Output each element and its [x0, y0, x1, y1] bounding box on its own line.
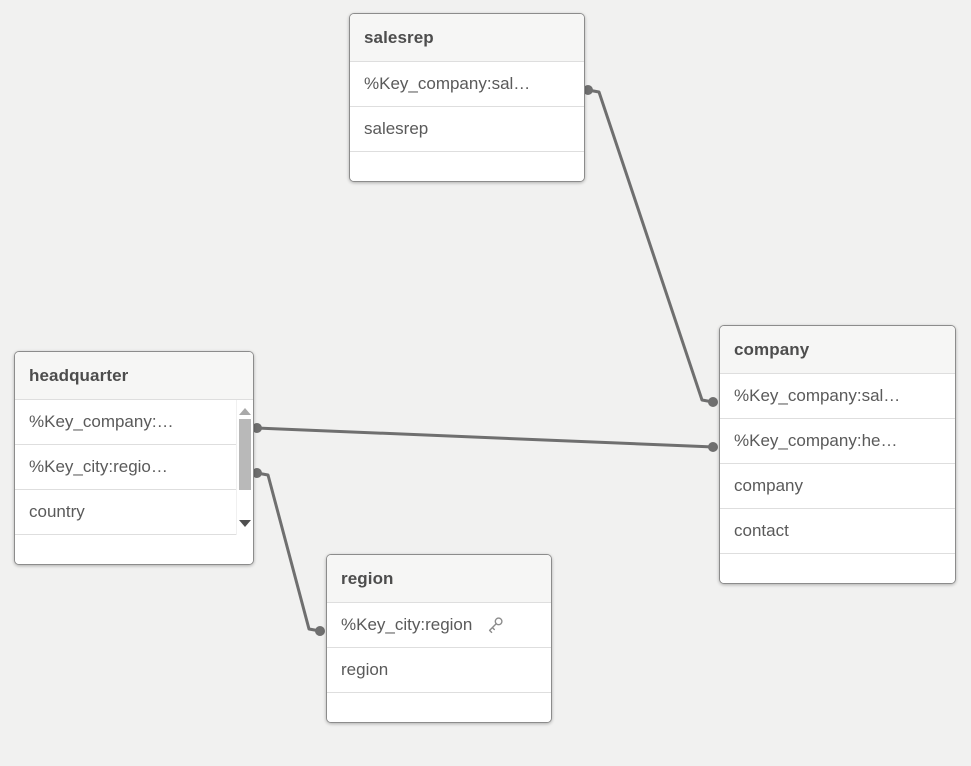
- table-header[interactable]: headquarter: [15, 352, 253, 400]
- field-row-salesrep-0[interactable]: %Key_company:sal…: [350, 62, 584, 107]
- field-row-headquarter-2[interactable]: country: [15, 490, 253, 535]
- field-label: %Key_city:region: [341, 615, 473, 634]
- key-icon: [489, 617, 503, 634]
- field-row-region-1[interactable]: region: [327, 648, 551, 693]
- field-label: %Key_company:sal…: [364, 74, 531, 93]
- field-label: %Key_company:…: [29, 412, 174, 431]
- connector-endpoint-dot: [583, 85, 593, 95]
- field-row-region-0[interactable]: %Key_city:region: [327, 603, 551, 648]
- table-rows: %Key_company:sal… salesrep: [350, 62, 584, 152]
- field-label: country: [29, 502, 85, 521]
- scroll-down-icon[interactable]: [239, 520, 251, 527]
- field-label: contact: [734, 521, 789, 540]
- table-title: salesrep: [364, 27, 434, 47]
- field-row-company-3[interactable]: contact: [720, 509, 955, 554]
- field-row-company-0[interactable]: %Key_company:sal…: [720, 374, 955, 419]
- table-title: company: [734, 339, 810, 359]
- field-label: %Key_company:sal…: [734, 386, 901, 405]
- connector-endpoint-dot: [708, 442, 718, 452]
- table-footer: [15, 535, 253, 564]
- field-row-company-1[interactable]: %Key_company:he…: [720, 419, 955, 464]
- table-scrollbar[interactable]: [236, 400, 253, 535]
- connector-endpoint-dot: [252, 468, 262, 478]
- connector-headquarter-company: [255, 426, 715, 449]
- table-header[interactable]: region: [327, 555, 551, 603]
- connector-endpoint-dot: [708, 397, 718, 407]
- connector-salesrep-company: [586, 88, 715, 404]
- field-row-headquarter-1[interactable]: %Key_city:regio…: [15, 445, 253, 490]
- table-node-company[interactable]: company %Key_company:sal… %Key_company:he……: [719, 325, 956, 584]
- table-title: region: [341, 568, 394, 588]
- field-label: %Key_company:he…: [734, 431, 898, 450]
- table-node-salesrep[interactable]: salesrep %Key_company:sal… salesrep: [349, 13, 585, 182]
- table-title: headquarter: [29, 365, 129, 385]
- connector-headquarter-region: [255, 471, 322, 633]
- field-label: salesrep: [364, 119, 429, 138]
- table-rows: %Key_company:sal… %Key_company:he…company…: [720, 374, 955, 554]
- table-rows: %Key_company:… %Key_city:regio…country: [15, 400, 253, 535]
- field-row-salesrep-1[interactable]: salesrep: [350, 107, 584, 152]
- table-header[interactable]: salesrep: [350, 14, 584, 62]
- field-label: company: [734, 476, 803, 495]
- field-label: %Key_city:regio…: [29, 457, 168, 476]
- field-row-company-2[interactable]: company: [720, 464, 955, 509]
- table-node-headquarter[interactable]: headquarter %Key_company:… %Key_city:regio…: [14, 351, 254, 565]
- table-footer: [350, 152, 584, 181]
- scroll-thumb[interactable]: [239, 419, 251, 490]
- table-footer: [720, 554, 955, 583]
- scroll-up-icon[interactable]: [239, 408, 251, 415]
- field-row-headquarter-0[interactable]: %Key_company:…: [15, 400, 253, 445]
- connector-endpoint-dot: [252, 423, 262, 433]
- field-label: region: [341, 660, 389, 679]
- connector-endpoint-dot: [315, 626, 325, 636]
- table-header[interactable]: company: [720, 326, 955, 374]
- table-footer: [327, 693, 551, 722]
